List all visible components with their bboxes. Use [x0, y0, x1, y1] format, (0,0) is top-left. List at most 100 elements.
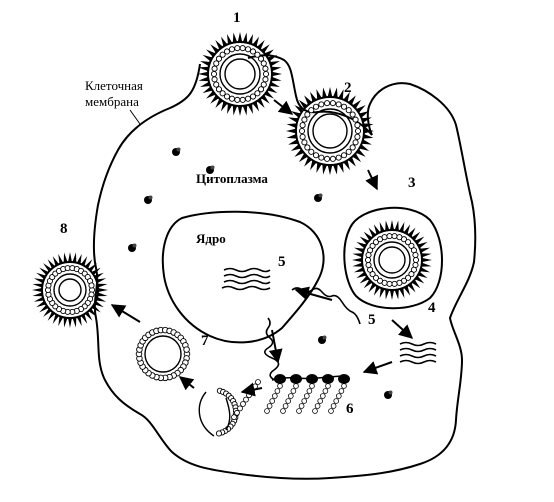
envelope-spike — [332, 164, 338, 175]
ribosome — [322, 374, 334, 384]
envelope-spike — [363, 133, 374, 139]
envelope-spike — [310, 160, 317, 171]
core-ring — [224, 58, 256, 90]
peptide-bead — [282, 403, 289, 409]
partial-capsid-beads — [215, 387, 240, 437]
envelope-spike — [403, 285, 411, 296]
capsid-bead — [372, 274, 379, 281]
envelope-spike — [269, 61, 280, 67]
arrow-to-capsid — [178, 376, 195, 391]
envelope-spike — [310, 91, 317, 102]
envelope-spike — [361, 139, 372, 145]
envelope-spike — [63, 317, 68, 328]
capsid-bead — [257, 55, 265, 62]
envelope-spike — [39, 267, 49, 276]
peptide-bead — [274, 388, 281, 394]
capsid-bead — [249, 93, 257, 100]
peptide-bead — [335, 393, 342, 399]
envelope-spike — [227, 103, 233, 114]
envelope-spike — [373, 285, 381, 296]
process-arrows — [110, 99, 414, 397]
capsid-bead — [340, 103, 348, 110]
granule-bit — [132, 243, 137, 248]
peptide-bead — [319, 393, 326, 399]
envelope-spike — [32, 288, 43, 292]
envelope-spike — [417, 241, 428, 249]
capsid-bead — [298, 127, 306, 135]
capsid-bead — [408, 271, 415, 278]
capsid-bead — [354, 122, 361, 129]
capsid-bead — [304, 111, 311, 118]
capsid-bead — [210, 70, 218, 78]
envelope-spike — [385, 289, 390, 300]
capsid-bead — [386, 280, 393, 287]
envelope-spike — [242, 105, 248, 116]
envelope-spike — [338, 89, 344, 100]
endosome-membrane — [343, 206, 443, 310]
capsid-bead — [318, 101, 325, 108]
envelope-spike — [220, 101, 228, 112]
envelope-spike — [352, 257, 363, 263]
peptide-bead — [271, 393, 278, 399]
envelope-spike — [93, 272, 104, 280]
arrow-to-assembly — [240, 382, 263, 397]
capsid-bead — [412, 251, 419, 259]
arrow-1-to-2 — [273, 99, 294, 115]
envelope-spike — [389, 220, 395, 231]
envelope-spike — [421, 257, 432, 263]
peptide-bead — [333, 398, 340, 404]
envelope-spike — [91, 304, 101, 313]
envelope-spike — [286, 133, 297, 139]
envelope-spike — [267, 54, 278, 62]
capsid-bead — [219, 90, 226, 97]
capsid-bead — [228, 95, 236, 102]
arrow-to-ribosomes — [362, 361, 393, 375]
capsid-inner — [144, 335, 182, 373]
capsid-bead — [354, 127, 362, 135]
envelope-spike — [359, 111, 370, 118]
ribosome-chain-step-6 — [264, 374, 350, 414]
arrow-nucleus-down — [268, 329, 283, 364]
envelope-spike — [385, 220, 390, 231]
peptide-bead — [312, 408, 318, 414]
rna-strand — [399, 347, 437, 353]
capsid-bead — [386, 233, 393, 240]
envelope-spike — [198, 71, 209, 77]
cytoplasm-granules — [128, 147, 393, 399]
envelope-spike — [352, 253, 363, 258]
peptide-bead — [338, 388, 345, 394]
capsid-bead — [391, 233, 398, 240]
inner-ring — [373, 241, 411, 279]
step-label-3: 3 — [408, 175, 416, 191]
envelope-spike — [271, 76, 282, 82]
capsid-bead — [234, 45, 241, 52]
envelope-spike — [389, 289, 395, 300]
envelope-spike — [361, 117, 372, 123]
granule-bit — [388, 390, 393, 395]
peptide-bead — [277, 383, 283, 389]
envelope-spike — [36, 272, 47, 280]
envelope-spike — [95, 278, 107, 284]
envelope-spike — [84, 259, 93, 269]
rna-strand-long — [271, 375, 343, 381]
peptide-bead — [303, 393, 310, 399]
envelope-spike — [72, 252, 77, 263]
rna-strand — [399, 353, 437, 359]
envelope-spike — [36, 300, 47, 308]
envelope-spike — [237, 32, 243, 43]
capsid-bead — [400, 236, 408, 243]
capsid-bead — [244, 46, 252, 53]
capsid-bead — [257, 86, 265, 93]
step-label-5b: 5 — [368, 312, 376, 328]
capsid-bead — [88, 282, 95, 289]
envelope-spike — [373, 224, 381, 235]
capsid-bead — [349, 144, 356, 151]
capsid-bead — [215, 55, 223, 62]
envelope-spike — [252, 101, 260, 112]
envelope-spike — [76, 315, 82, 327]
capsid-bead — [301, 116, 308, 123]
envelope-spike — [353, 267, 365, 273]
peptide-bead — [237, 405, 243, 412]
capsid-bead — [408, 242, 415, 249]
ribosome — [290, 374, 302, 384]
